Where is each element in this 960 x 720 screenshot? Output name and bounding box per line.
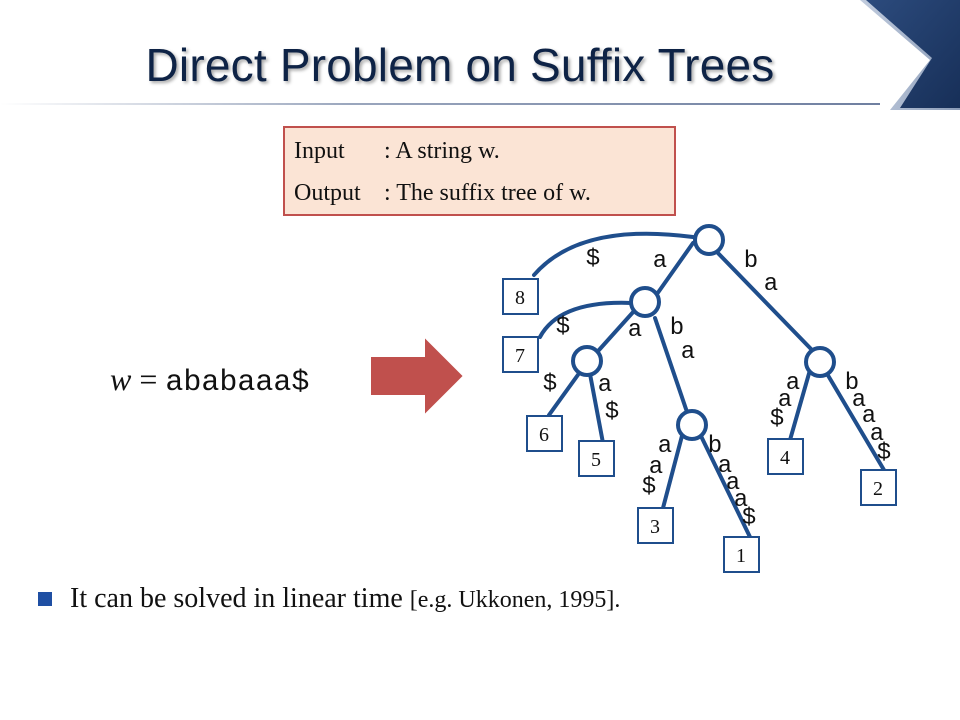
leaf-4-label: 4	[780, 447, 790, 469]
leaf-5-box	[578, 440, 615, 477]
edge-label-aba-to-1-char: a	[718, 453, 732, 480]
edge-a-to-aba	[653, 316, 689, 414]
note-text: It can be solved in linear time	[70, 583, 410, 614]
node-aba	[676, 409, 708, 441]
complexity-note: It can be solved in linear time [e.g. Uk…	[70, 583, 620, 615]
output-row: Output : The suffix tree of w.	[294, 180, 591, 207]
edge-label-root-to-a: a	[653, 248, 667, 275]
edge-label-ba-to-4-char: $	[770, 406, 784, 433]
leaf-2-box	[860, 469, 897, 506]
edge-label-a-to-aa: a	[628, 317, 642, 344]
edge-label-aba-to-1-char: a	[734, 487, 748, 514]
node-aa	[571, 345, 603, 377]
edge-label-ba-to-4-char: a	[778, 387, 792, 414]
edge-label-root-to-ba-a: a	[764, 271, 778, 298]
edge-aa-to-6	[547, 370, 582, 417]
edge-root-to-8	[532, 231, 695, 277]
leaf-2-label: 2	[873, 478, 883, 500]
edge-label-ba-to-2-char: b	[845, 370, 859, 397]
input-value: : A string w.	[384, 138, 500, 164]
edge-label-aba-to-3-char: a	[658, 433, 672, 460]
edge-label-ba-to-2-char: a	[852, 387, 866, 414]
edge-label-aba-to-3-char: $	[642, 474, 656, 501]
problem-definition-box: Input : A string w. Output : The suffix tr…	[283, 126, 676, 216]
leaf-5-label: 5	[591, 449, 601, 471]
equals-sign: =	[139, 361, 158, 397]
bullet-icon	[38, 592, 52, 606]
leaf-8-label: 8	[515, 287, 525, 309]
right-arrow-icon	[369, 334, 466, 418]
edge-aa-to-5	[588, 372, 605, 445]
input-string-expression: w=ababaaa$	[110, 361, 309, 400]
leaf-7-box	[502, 336, 539, 373]
edge-label-ba-to-4-char: a	[786, 370, 800, 397]
edge-aba-to-3	[661, 430, 685, 510]
edge-aba-to-1	[698, 432, 752, 539]
edge-label-root-to-8: $	[586, 246, 600, 273]
edge-a-to-aa	[597, 308, 637, 352]
leaf-8-box	[502, 278, 539, 315]
input-label: Input	[294, 138, 345, 164]
edge-ba-to-4	[788, 368, 812, 442]
edge-ba-to-2	[824, 370, 886, 472]
leaf-4-box	[767, 438, 804, 475]
note-citation: [e.g. Ukkonen, 1995].	[409, 587, 621, 613]
edge-label-ba-to-2-char: a	[862, 403, 876, 430]
leaf-6-label: 6	[539, 424, 549, 446]
edge-label-aba-to-1-char: b	[708, 433, 722, 460]
node-ba	[804, 346, 836, 378]
edge-label-ba-to-2-char: $	[877, 440, 891, 467]
node-root	[693, 224, 725, 256]
title-underline	[0, 103, 880, 105]
edge-label-root-to-ba-b: b	[744, 248, 758, 275]
leaf-3-box	[637, 507, 674, 544]
leaf-3-label: 3	[650, 516, 660, 538]
edge-label-a-to-aba-a: a	[681, 339, 695, 366]
output-value: : The suffix tree of w.	[384, 180, 591, 206]
edge-label-aba-to-1-char: $	[742, 505, 756, 532]
leaf-1-label: 1	[736, 545, 746, 567]
leaf-7-label: 7	[515, 345, 525, 367]
page-title: Direct Problem on Suffix Trees	[145, 39, 775, 91]
edge-root-to-a	[655, 241, 695, 296]
input-string: ababaaa$	[165, 366, 310, 400]
edge-a-to-7	[538, 300, 634, 339]
leaf-6-box	[526, 415, 563, 452]
edge-label-aa-to-5-a: a	[598, 372, 612, 399]
node-a	[629, 286, 661, 318]
edge-label-a-to-aba-b: b	[670, 315, 684, 342]
input-row: Input : A string w.	[294, 138, 500, 165]
edge-label-ba-to-2-char: a	[870, 421, 884, 448]
edge-label-aba-to-3-char: a	[649, 454, 663, 481]
edge-label-aba-to-1-char: a	[726, 470, 740, 497]
edge-root-to-ba	[713, 248, 814, 352]
leaf-1-box	[723, 536, 760, 573]
edge-label-aa-to-6: $	[543, 371, 557, 398]
string-variable: w	[110, 361, 132, 397]
edge-label-a-to-7: $	[556, 314, 570, 341]
edge-label-aa-to-5-dollar: $	[605, 399, 619, 426]
output-label: Output	[294, 180, 361, 206]
